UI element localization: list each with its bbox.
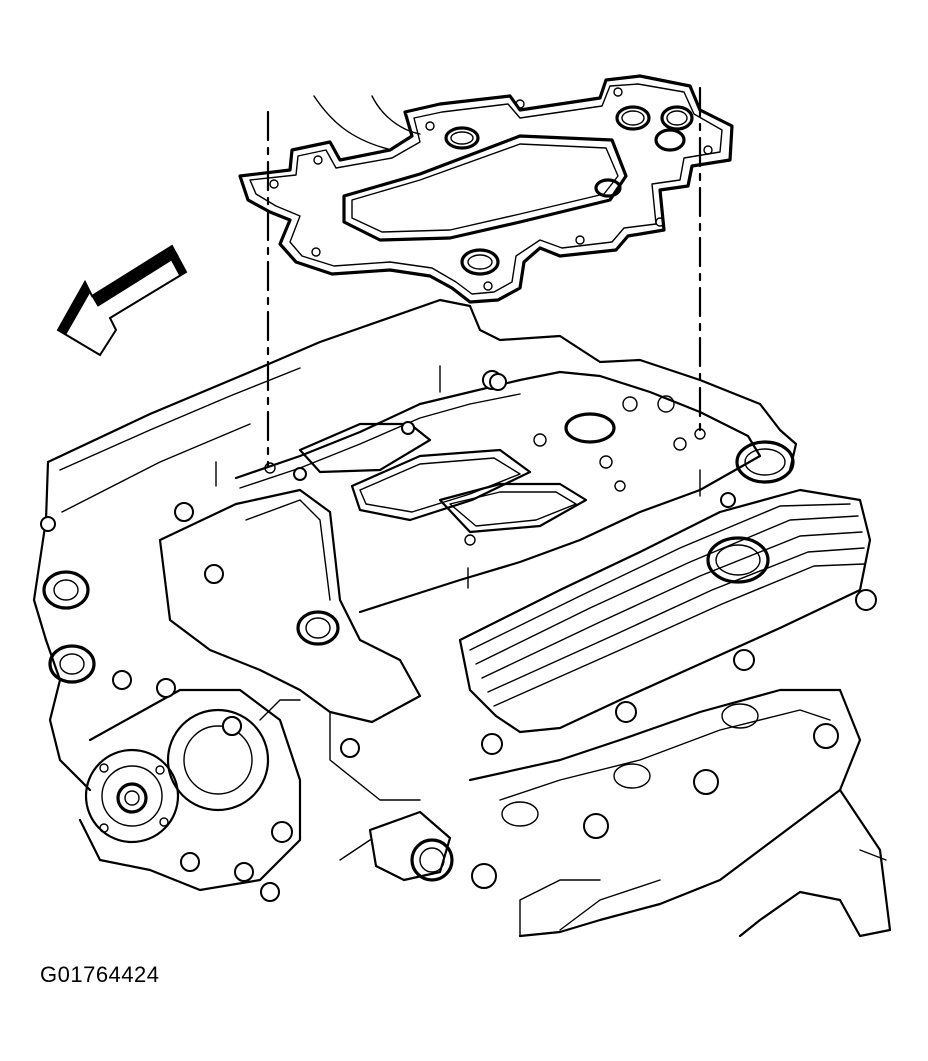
- figure-id-label: G01764424: [40, 962, 160, 987]
- intake-manifold-gasket: [238, 74, 734, 304]
- alignment-studs: [264, 86, 706, 497]
- front-direction-arrow: [56, 244, 188, 357]
- v-engine-block: [32, 298, 892, 938]
